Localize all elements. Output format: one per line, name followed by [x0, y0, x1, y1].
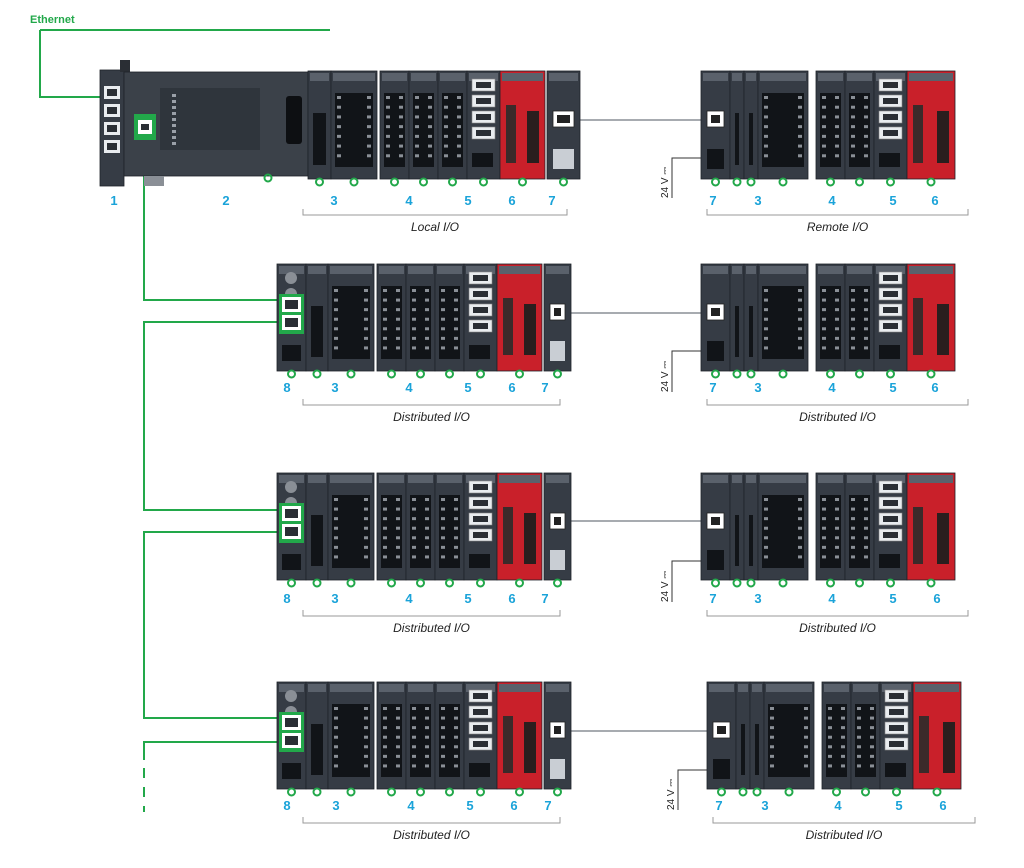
callout-4: 4 [405, 380, 413, 395]
callout-7: 7 [548, 193, 555, 208]
callout-4: 4 [405, 591, 413, 606]
module-racks [99, 60, 962, 797]
callout-1: 1 [110, 193, 117, 208]
rack-local-io [307, 70, 581, 187]
callout-5: 5 [464, 380, 471, 395]
callout-8: 8 [283, 591, 290, 606]
callout-6: 6 [931, 380, 938, 395]
distributed-io-1-remote-caption: Distributed I/O [799, 410, 876, 424]
power-lead [671, 560, 702, 602]
callout-7: 7 [715, 798, 722, 813]
callout-7: 7 [544, 798, 551, 813]
distributed-io-2-caption: Distributed I/O [393, 621, 470, 635]
callout-3: 3 [754, 193, 761, 208]
callout-7: 7 [709, 193, 716, 208]
rack-distributed-io-3-remote [706, 681, 962, 797]
supply-voltage-label: 24 V ⎓ [660, 571, 671, 602]
remote-io-bracket [706, 209, 969, 216]
distributed-io-2-remote-caption: Distributed I/O [799, 621, 876, 635]
callout-4: 4 [828, 591, 836, 606]
distributed-io-3-caption: Distributed I/O [393, 828, 470, 842]
callout-3: 3 [331, 591, 338, 606]
ethernet-label: Ethernet [30, 14, 75, 26]
callout-5: 5 [895, 798, 902, 813]
callout-8: 8 [283, 798, 290, 813]
callout-3: 3 [330, 193, 337, 208]
rack-distributed-io-1-remote [700, 263, 956, 379]
network-cables [39, 29, 716, 812]
callout-6: 6 [931, 193, 938, 208]
distributed-io-1-bracket [302, 399, 561, 406]
remote-io-caption: Remote I/O [807, 220, 868, 234]
distributed-io-2-remote-bracket [706, 610, 969, 617]
rack-remote-io [700, 70, 956, 187]
callout-5: 5 [889, 193, 896, 208]
callout-4: 4 [405, 193, 413, 208]
callout-6: 6 [510, 798, 517, 813]
distributed-io-3-remote-bracket [712, 817, 976, 824]
callout-7: 7 [541, 591, 548, 606]
callout-2: 2 [222, 193, 229, 208]
rack-distributed-io-2 [276, 472, 572, 588]
labels: 24 V ⎓ 24 V ⎓ 24 V ⎓ 24 V ⎓ Ethernet 1 2 3 4 5 6 7 7… [30, 14, 976, 842]
callout-3: 3 [331, 380, 338, 395]
local-io-caption: Local I/O [411, 220, 459, 234]
ethernet-drop-line [39, 30, 100, 98]
rack-distributed-io-2-remote [700, 472, 956, 588]
network-line-bus2-to-bus3 [143, 531, 280, 719]
distributed-io-2-bracket [302, 610, 561, 617]
callout-4: 4 [407, 798, 415, 813]
callout-6: 6 [933, 591, 940, 606]
callout-8: 8 [283, 380, 290, 395]
callout-3: 3 [761, 798, 768, 813]
callout-5: 5 [466, 798, 473, 813]
rack-distributed-io-3 [276, 681, 572, 797]
power-lead [671, 350, 702, 392]
callout-3: 3 [754, 380, 761, 395]
local-io-bracket [302, 209, 568, 216]
callout-6: 6 [508, 380, 515, 395]
callout-3: 3 [332, 798, 339, 813]
power-lead [677, 769, 708, 810]
network-line-bus1-to-bus2 [143, 321, 280, 511]
distributed-io-1-remote-bracket [706, 399, 969, 406]
network-line-bus3-out [143, 741, 280, 760]
callout-5: 5 [464, 193, 471, 208]
callout-4: 4 [834, 798, 842, 813]
callout-7: 7 [709, 380, 716, 395]
callout-5: 5 [889, 380, 896, 395]
callout-4: 4 [828, 380, 836, 395]
power-lead [671, 157, 702, 198]
callout-6: 6 [508, 591, 515, 606]
supply-voltage-label: 24 V ⎓ [666, 779, 677, 810]
callout-7: 7 [541, 380, 548, 395]
plc-controller [99, 60, 309, 187]
supply-voltage-label: 24 V ⎓ [660, 361, 671, 392]
callout-6: 6 [508, 193, 515, 208]
callout-6: 6 [939, 798, 946, 813]
distributed-io-1-caption: Distributed I/O [393, 410, 470, 424]
distributed-io-3-remote-caption: Distributed I/O [806, 828, 883, 842]
network-line-cpu-to-bus1 [143, 148, 280, 301]
supply-voltage-label: 24 V ⎓ [660, 167, 671, 198]
callout-7: 7 [709, 591, 716, 606]
distributed-io-3-bracket [302, 817, 561, 824]
callout-3: 3 [754, 591, 761, 606]
callout-5: 5 [889, 591, 896, 606]
rack-distributed-io-1 [276, 263, 572, 379]
callout-4: 4 [828, 193, 836, 208]
callout-5: 5 [464, 591, 471, 606]
